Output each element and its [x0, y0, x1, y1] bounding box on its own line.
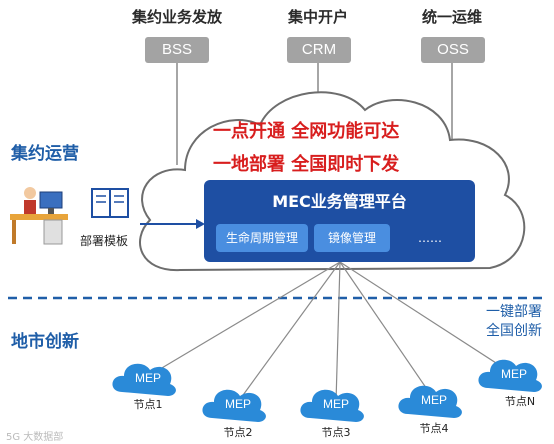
mep-label-3: MEP: [322, 397, 349, 411]
mec-platform-panel[interactable]: MEC业务管理平台 生命周期管理 镜像管理 ……: [204, 180, 475, 262]
side-label-innovation: 地市创新: [11, 332, 79, 352]
oss-box[interactable]: OSS: [421, 37, 485, 63]
operator-desk-icon: [10, 187, 68, 245]
top-title-2: 集中开户: [287, 8, 348, 26]
deploy-arrowhead: [196, 219, 205, 229]
node-label-2: 节点2: [223, 426, 253, 439]
top-title-1: 集约业务发放: [131, 8, 222, 26]
slogan-line-2: 一地部署 全国即时下发: [213, 154, 400, 175]
watermark: 5G 大数据部: [6, 432, 64, 443]
right-note-line-2: 全国创新: [486, 323, 542, 339]
node-label-4: 节点4: [419, 422, 449, 435]
mep-label-4: MEP: [420, 393, 447, 407]
slogan-line-1: 一点开通 全网功能可达: [213, 121, 400, 142]
template-book-icon: [91, 188, 129, 218]
right-note-line-1: 一键部署: [486, 304, 542, 320]
more-modules: ……: [418, 231, 442, 245]
mep-label-1: MEP: [134, 371, 161, 385]
node-label-1: 节点1: [133, 398, 163, 411]
template-label: 部署模板: [80, 234, 129, 248]
mep-cloud-2[interactable]: [202, 389, 266, 422]
lifecycle-module[interactable]: 生命周期管理: [216, 224, 308, 252]
bss-box[interactable]: BSS: [145, 37, 209, 63]
mep-label-2: MEP: [224, 397, 251, 411]
mep-cloud-3[interactable]: [300, 389, 364, 422]
node-label-n: 节点N: [504, 395, 536, 408]
side-label-operation: 集约运营: [11, 144, 79, 164]
node-label-3: 节点3: [321, 426, 351, 439]
mep-connectors: [144, 261, 511, 403]
crm-box[interactable]: CRM: [287, 37, 351, 63]
image-module[interactable]: 镜像管理: [314, 224, 390, 252]
mep-cloud-n[interactable]: [478, 359, 542, 392]
top-title-3: 统一运维: [421, 8, 482, 26]
right-note: 一键部署 全国创新: [450, 303, 542, 341]
mep-cloud-4[interactable]: [398, 385, 462, 418]
platform-title: MEC业务管理平台: [272, 192, 407, 211]
mep-label-n: MEP: [500, 367, 527, 381]
mep-cloud-1[interactable]: [112, 363, 176, 396]
